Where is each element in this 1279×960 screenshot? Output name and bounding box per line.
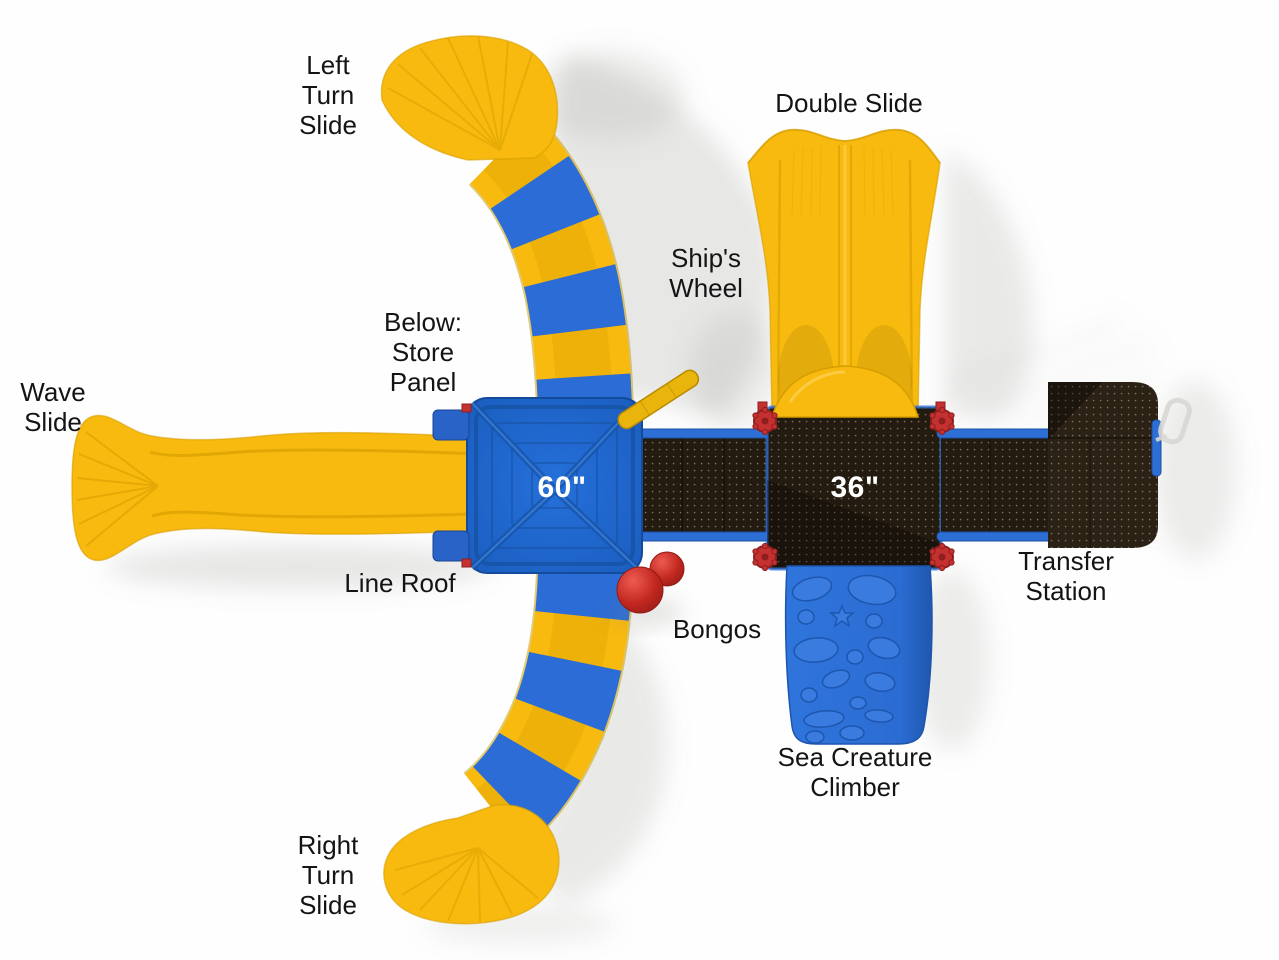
wave-slide-flare-ridges [76,431,159,547]
callout-store-panel: Below: Store Panel [383,306,463,398]
wave-slide [71,414,501,562]
left-turn-slide [380,35,635,449]
deck-height-measurement: 36" [830,471,880,504]
callout-left-turn-slide: Left Turn Slide [299,49,357,141]
callout-sea-creature-climber: Sea Creature Climber [777,741,933,802]
sea-creature-emboss [791,574,901,744]
transfer-station [1048,382,1192,548]
deck-corner-wheels [751,401,956,572]
callout-ships-wheel: Ship's Wheel [669,242,743,303]
bridge-rail [636,531,770,542]
right-turn-slide [383,537,635,925]
callout-wave-slide: Wave Slide [20,376,86,437]
main-deck-36 [765,405,943,571]
double-slide-hood [770,365,920,418]
bridge-rail [636,428,770,439]
callout-transfer-station: Transfer Station [1018,545,1114,606]
callout-line-roof: Line Roof [344,567,456,598]
left-turn-slide-exit-flare [380,35,559,161]
transfer-loop-handle [1155,397,1192,445]
deck-bridge-left [636,428,770,542]
deck-posts [432,403,472,568]
bridge-rail [936,428,1053,439]
ships-wheel [751,401,779,436]
callout-right-turn-slide: Right Turn Slide [297,829,359,921]
ships-wheel-handle [617,369,700,430]
bridge-rail [936,531,1053,542]
bongos [612,551,685,623]
sea-creature-climber [784,565,933,745]
callout-double-slide: Double Slide [775,87,923,118]
deck-bridge-right [936,428,1053,542]
roof-size-measurement: 60" [537,471,587,504]
callout-bongos: Bongos [672,613,762,644]
